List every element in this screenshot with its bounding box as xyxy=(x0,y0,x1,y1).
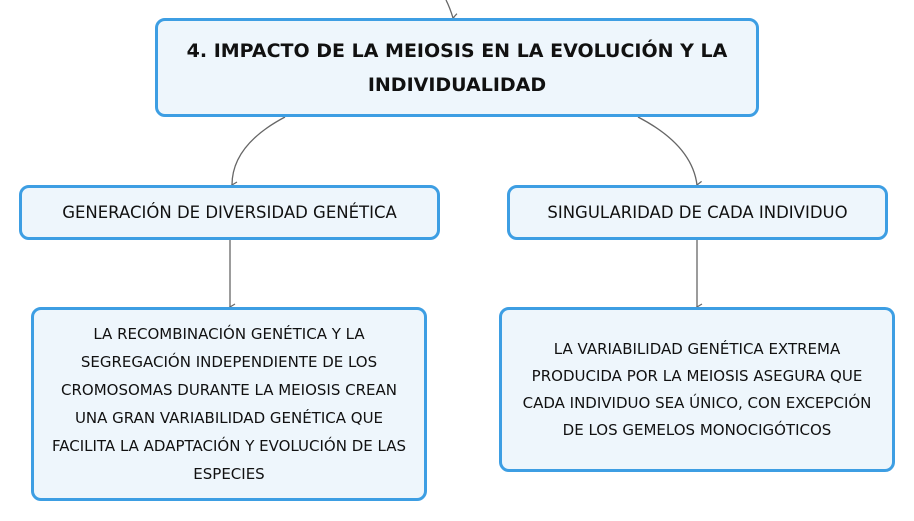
root-topic-node[interactable]: 4. IMPACTO DE LA MEIOSIS EN LA EVOLUCIÓN… xyxy=(155,18,759,117)
root-topic-label: 4. IMPACTO DE LA MEIOSIS EN LA EVOLUCIÓN… xyxy=(186,39,728,96)
subtopic-genetic-diversity[interactable]: GENERACIÓN DE DIVERSIDAD GENÉTICA xyxy=(19,185,440,240)
connector-root-to-singularity xyxy=(637,116,703,188)
detail-individual-singularity[interactable]: LA VARIABILIDAD GENÉTICA EXTREMA PRODUCI… xyxy=(499,307,895,472)
connector-from-parent xyxy=(445,0,459,21)
subtopic-genetic-diversity-label: GENERACIÓN DE DIVERSIDAD GENÉTICA xyxy=(62,203,397,222)
subtopic-individual-singularity[interactable]: SINGULARIDAD DE CADA INDIVIDUO xyxy=(507,185,888,240)
detail-genetic-diversity-text: LA RECOMBINACIÓN GENÉTICA Y LA SEGREGACI… xyxy=(51,325,406,483)
subtopic-individual-singularity-label: SINGULARIDAD DE CADA INDIVIDUO xyxy=(547,203,848,222)
detail-genetic-diversity[interactable]: LA RECOMBINACIÓN GENÉTICA Y LA SEGREGACI… xyxy=(31,307,427,501)
detail-individual-singularity-text: LA VARIABILIDAD GENÉTICA EXTREMA PRODUCI… xyxy=(522,339,872,439)
connector-root-to-diversity xyxy=(230,116,286,189)
